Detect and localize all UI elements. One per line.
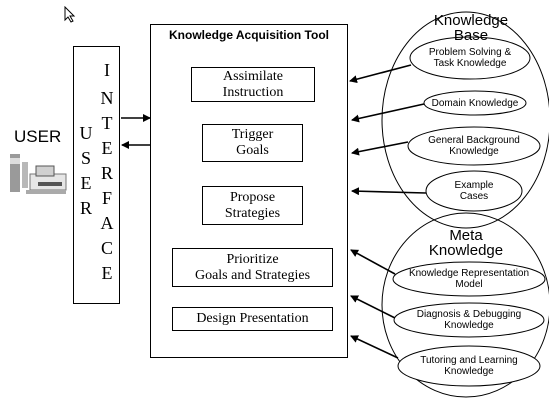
knowledge-base-ellipse (381, 11, 549, 229)
meta-item-label: Diagnosis & Debugging (416, 309, 522, 320)
kb-item-example-cases: Example Cases (426, 179, 522, 203)
meta-item-label: Knowledge (444, 366, 494, 377)
kb-item-problem-solving: Problem Solving & Task Knowledge (410, 46, 530, 70)
title-line: Base (453, 27, 489, 44)
component-label: Trigger (231, 127, 274, 142)
meta-knowledge-ellipse (381, 212, 549, 398)
component-label: Goals and Strategies (194, 267, 311, 283)
kb-arrow (349, 64, 412, 84)
prioritize-goals-box: Prioritize Goals and Strategies (172, 248, 333, 287)
knowledge-base-title: Knowledge Base (416, 13, 526, 43)
kb-item-domain: Domain Knowledge (424, 97, 526, 109)
meta-arrow (350, 249, 396, 275)
user-letter: R (79, 198, 92, 218)
interface-letter: E (101, 138, 113, 158)
meta-item-label: Tutoring and Learning (420, 355, 518, 366)
meta-arrow (350, 335, 399, 359)
meta-item-diagnosis: Diagnosis & Debugging Knowledge (394, 308, 544, 332)
title-line: Knowledge (428, 242, 504, 259)
user-letter: E (80, 173, 92, 193)
meta-item-ellipse (397, 345, 541, 387)
meta-item-representation: Knowledge Representation Model (393, 267, 545, 291)
kb-arrow (351, 103, 425, 123)
kb-item-ellipse (423, 90, 527, 116)
interface-letter: I (104, 60, 110, 80)
meta-arrow (350, 295, 396, 319)
component-label: Propose (229, 189, 276, 205)
kb-item-ellipse (409, 36, 531, 80)
component-label: Prioritize (226, 251, 279, 267)
interface-letter: T (101, 113, 113, 133)
mouse-pointer-icon (64, 6, 76, 23)
user-letter: S (80, 148, 91, 168)
meta-item-ellipse (393, 302, 545, 338)
kb-item-label: Task Knowledge (433, 58, 507, 69)
computer-user-icon (10, 154, 67, 194)
kb-item-label: General Background (428, 135, 520, 146)
kb-arrow (351, 187, 427, 196)
interface-letter: C (100, 238, 113, 258)
tool-title: Knowledge Acquisition Tool (169, 28, 329, 42)
meta-item-tutoring: Tutoring and Learning Knowledge (398, 354, 540, 378)
user-label: USER (14, 127, 62, 146)
meta-item-label: Knowledge Representation (408, 268, 530, 279)
interface-letter: R (100, 163, 113, 183)
title-line: Knowledge (433, 12, 509, 29)
meta-item-ellipse (392, 261, 546, 297)
component-label: Instruction (222, 84, 284, 100)
meta-knowledge-title: Meta Knowledge (411, 228, 521, 258)
kb-item-ellipse (407, 126, 541, 166)
component-label: Goals (236, 143, 269, 158)
component-label: Design Presentation (196, 311, 309, 326)
design-presentation-box: Design Presentation (172, 307, 333, 331)
kb-item-label: Example (454, 180, 494, 191)
title-line: Meta (449, 227, 483, 244)
kb-item-ellipse (425, 170, 523, 212)
kb-item-label: Domain Knowledge (431, 97, 519, 109)
kb-arrow (351, 141, 409, 156)
meta-item-label: Knowledge (444, 320, 494, 331)
propose-strategies-box: Propose Strategies (202, 186, 303, 225)
kb-item-label: Cases (459, 191, 489, 202)
kb-item-label: Knowledge (449, 146, 499, 157)
user-letter: U (79, 123, 93, 143)
component-label: Strategies (224, 205, 281, 221)
component-label: Assimilate (223, 68, 283, 84)
trigger-goals-box: Trigger Goals (202, 124, 303, 162)
meta-item-label: Model (455, 279, 483, 290)
interface-letter: E (101, 263, 113, 283)
kb-item-general-background: General Background Knowledge (408, 134, 540, 158)
interface-letter: A (100, 213, 114, 233)
kb-item-label: Problem Solving & (428, 47, 512, 58)
interface-box: I N T E R F A C E U S E R (73, 46, 120, 304)
assimilate-instruction-box: Assimilate Instruction (191, 67, 315, 102)
interface-letter: F (101, 188, 112, 208)
interface-letter: N (100, 88, 114, 108)
